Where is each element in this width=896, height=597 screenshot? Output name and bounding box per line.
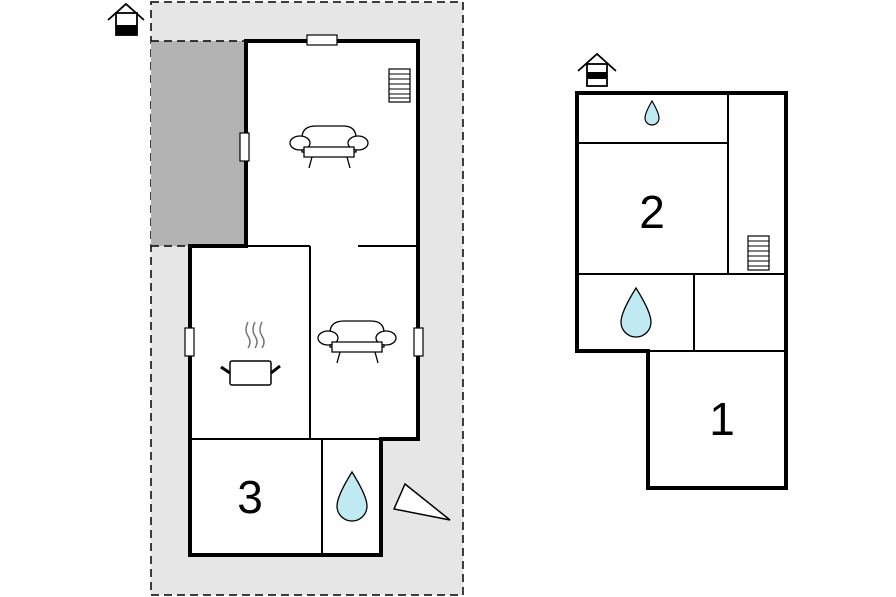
room-label-3: 3: [237, 471, 263, 523]
water-drop-icon: [336, 470, 368, 522]
house-level-icon: [577, 52, 617, 87]
window-left-lower: [184, 327, 195, 357]
window-right: [413, 327, 424, 357]
north-arrow-icon: [392, 482, 451, 521]
water-drop-icon: [644, 99, 660, 126]
room-label-2: 2: [639, 186, 665, 238]
cooking-pot-icon: [220, 321, 281, 386]
window-top: [306, 34, 338, 46]
room-label-1: 1: [709, 393, 735, 445]
sofa-icon: [317, 320, 397, 364]
house-level-icon: [107, 2, 145, 36]
water-drop-icon: [620, 286, 652, 338]
stairs-icon: [388, 68, 411, 103]
stairs-icon: [747, 235, 770, 271]
right-floor-interior: [577, 93, 786, 488]
window-left-upper: [239, 132, 250, 162]
covered-area: [151, 41, 246, 246]
covered-area-outline: [151, 40, 246, 247]
sofa-icon: [289, 125, 369, 169]
right-floor-walls: [575, 91, 788, 490]
